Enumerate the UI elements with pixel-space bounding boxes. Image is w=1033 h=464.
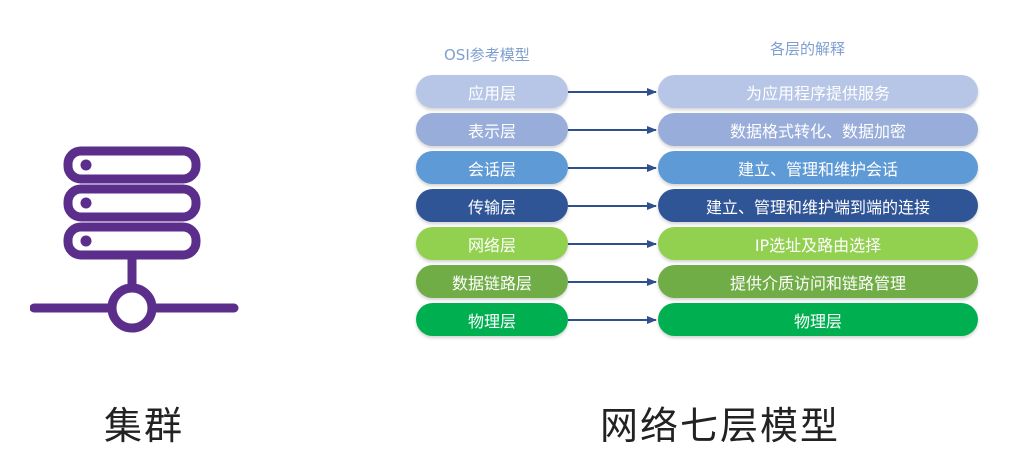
layer-name-label: 传输层	[467, 197, 516, 217]
layer-name-label: 会话层	[467, 159, 516, 179]
osi-column-header: OSI参考模型	[444, 46, 530, 64]
layer-desc-label: 物理层	[793, 311, 842, 331]
layer-name-network: 网络层	[416, 227, 568, 260]
layer-desc-label: 建立、管理和维护会话	[737, 159, 898, 179]
layer-desc-label: IP选址及路由选择	[754, 235, 882, 255]
layer-name-label: 数据链路层	[451, 273, 532, 293]
layer-name-label: 物理层	[467, 311, 516, 331]
osi-model-caption: 网络七层模型	[600, 404, 841, 448]
layer-desc-transport: 建立、管理和维护端到端的连接	[658, 189, 978, 222]
layer-desc-physical: 物理层	[658, 303, 978, 336]
layer-name-data-link: 数据链路层	[416, 265, 568, 298]
layer-name-presentation: 表示层	[416, 113, 568, 146]
layer-name-label: 网络层	[467, 235, 516, 255]
layer-desc-network: IP选址及路由选择	[658, 227, 978, 260]
cluster-caption: 集群	[104, 404, 185, 448]
layer-desc-label: 建立、管理和维护端到端的连接	[705, 197, 930, 217]
layer-desc-data-link: 提供介质访问和链路管理	[658, 265, 978, 298]
explanation-column-header: 各层的解释	[770, 40, 846, 58]
layer-name-physical: 物理层	[416, 303, 568, 336]
layer-name-label: 表示层	[467, 121, 516, 141]
layer-desc-session: 建立、管理和维护会话	[658, 151, 978, 184]
layer-name-label: 应用层	[467, 83, 516, 103]
layer-desc-presentation: 数据格式转化、数据加密	[658, 113, 978, 146]
layer-desc-label: 数据格式转化、数据加密	[729, 121, 906, 141]
layer-name-application: 应用层	[416, 75, 568, 108]
layer-name-session: 会话层	[416, 151, 568, 184]
server-cluster-icon	[30, 146, 239, 333]
layer-desc-label: 提供介质访问和链路管理	[729, 273, 906, 293]
layer-name-transport: 传输层	[416, 189, 568, 222]
layer-desc-application: 为应用程序提供服务	[658, 75, 978, 108]
layer-desc-label: 为应用程序提供服务	[745, 83, 890, 103]
